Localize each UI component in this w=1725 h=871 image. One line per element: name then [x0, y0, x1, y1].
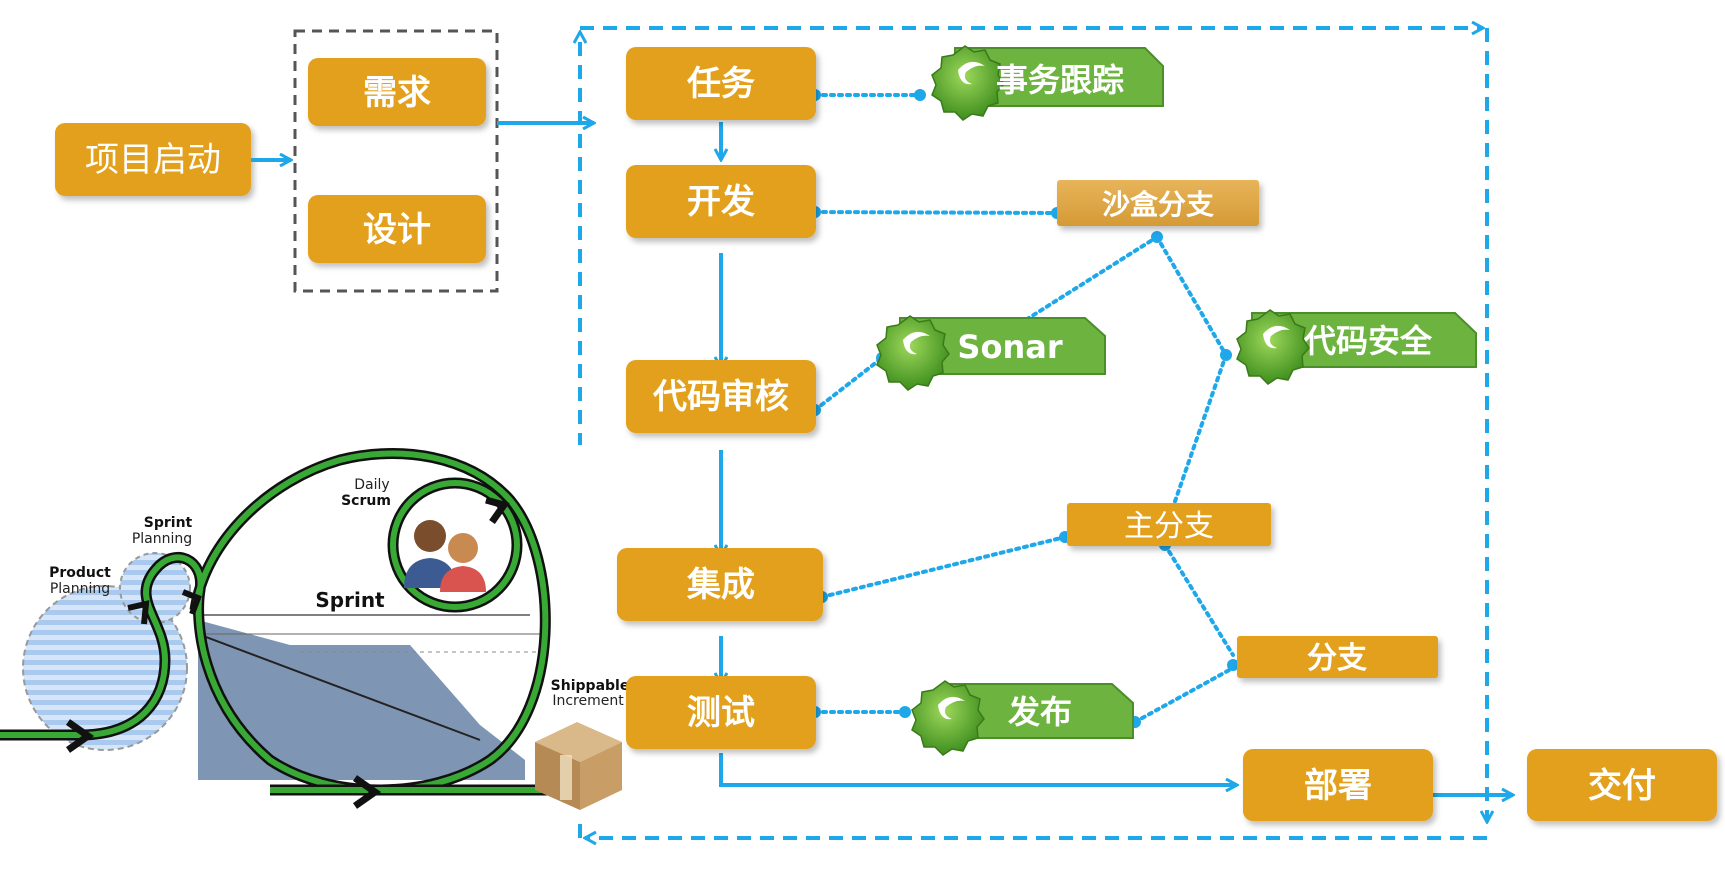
sandbox-branch-node[interactable]: [1057, 180, 1259, 226]
issue-tracking-tool[interactable]: 事务跟踪: [931, 45, 1164, 121]
deliver-node[interactable]: [1527, 749, 1717, 821]
branch-label: 分支: [1307, 641, 1367, 676]
chevron-icon: [127, 600, 150, 625]
sprint-planning-label-b: Planning: [132, 531, 192, 547]
deliver-node-label: 交付: [1588, 766, 1656, 806]
develop-node[interactable]: [626, 165, 816, 238]
main-branch-node[interactable]: [1067, 503, 1271, 546]
shippable-label-b: Increment: [552, 693, 624, 709]
burndown-area: [198, 620, 525, 780]
test-node[interactable]: [626, 676, 816, 749]
deploy-node-label: 部署: [1304, 766, 1372, 806]
design-node[interactable]: [308, 195, 486, 263]
code-review-node-label: 代码审核: [652, 377, 789, 417]
requirement-node-label: 需求: [363, 73, 431, 113]
green-seal-icon: [876, 315, 950, 391]
branch-node[interactable]: [1237, 636, 1438, 678]
sonar-tool[interactable]: Sonar: [876, 315, 1106, 391]
requirement-node[interactable]: [308, 58, 486, 126]
scrum-illustration: Daily Scrum Sprint Planning Product Plan…: [0, 445, 650, 820]
main-branch-label: 主分支: [1124, 509, 1214, 544]
code-security-label: 代码安全: [1303, 322, 1433, 360]
sprint-planning-label-a: Sprint: [144, 515, 193, 531]
code-security-tool[interactable]: 代码安全: [1236, 309, 1477, 385]
test-node-label: 测试: [687, 693, 755, 733]
release-tool[interactable]: 发布: [911, 680, 1134, 756]
green-seal-icon: [931, 45, 1005, 121]
main-flow-arrows: [721, 122, 1513, 795]
integration-node[interactable]: [617, 548, 823, 621]
sprint-label: Sprint: [315, 588, 385, 612]
box-icon: [535, 722, 622, 810]
people-icon: [404, 520, 486, 592]
chevron-icon: [181, 589, 202, 616]
task-node-label: 任务: [687, 64, 755, 104]
sandbox-branch-label: 沙盒分支: [1102, 188, 1214, 221]
design-node-label: 设计: [363, 210, 431, 250]
green-seal-icon: [1236, 309, 1310, 385]
product-planning-label-a: Product: [49, 565, 111, 581]
shippable-label-a: Shippable: [551, 678, 630, 694]
chevron-right-icon: [65, 719, 95, 753]
daily-label-b: Scrum: [341, 493, 391, 509]
chevron-icon: [485, 496, 510, 525]
code-review-node[interactable]: [626, 360, 816, 433]
product-planning-label-b: Planning: [50, 581, 110, 597]
requirement-design-group: [293, 29, 499, 293]
chevron-right-icon: [352, 775, 382, 809]
sonar-label: Sonar: [957, 328, 1062, 366]
iteration-loop: [580, 28, 1487, 838]
daily-label-a: Daily: [354, 477, 389, 493]
start-node[interactable]: [55, 123, 251, 196]
green-seal-icon: [911, 680, 985, 756]
deploy-node[interactable]: [1243, 749, 1433, 821]
start-node-label: 项目启动: [85, 140, 221, 180]
develop-node-label: 开发: [687, 182, 755, 222]
issue-tracking-label: 事务跟踪: [996, 61, 1124, 99]
task-node[interactable]: [626, 47, 816, 120]
dotted-connections: [813, 93, 1235, 724]
release-label: 发布: [1008, 693, 1072, 731]
integration-node-label: 集成: [686, 565, 755, 605]
